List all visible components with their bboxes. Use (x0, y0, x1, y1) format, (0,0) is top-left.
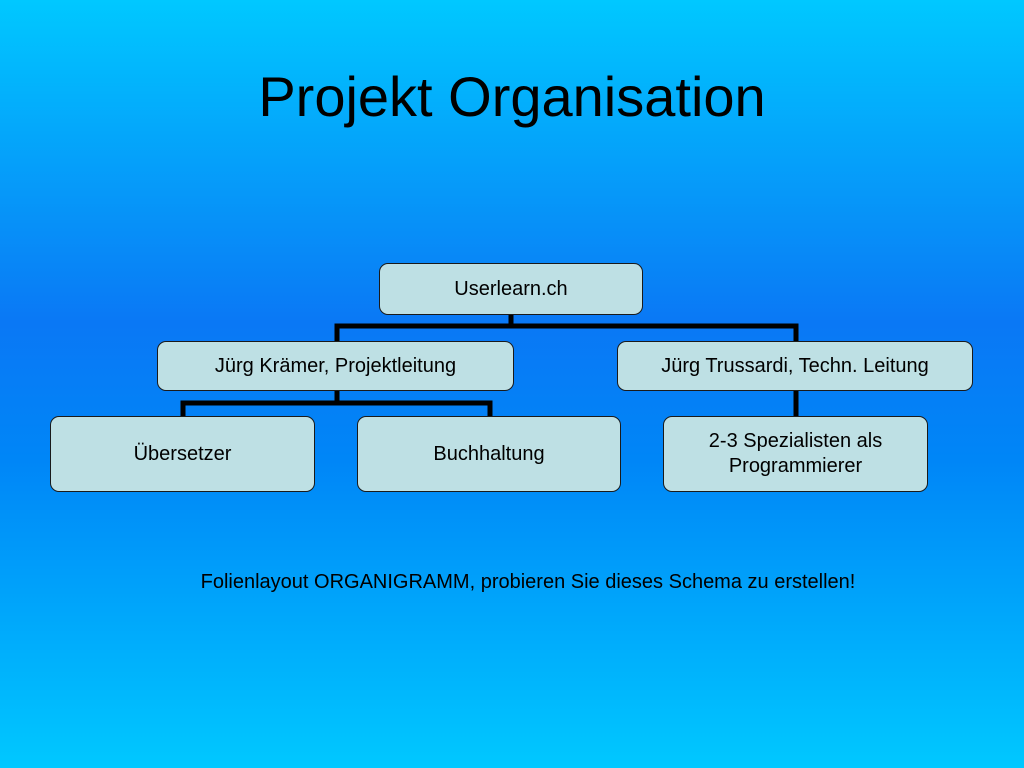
org-node-technische-leitung[interactable]: Jürg Trussardi, Techn. Leitung (617, 341, 973, 391)
org-node-label: Übersetzer (133, 442, 232, 465)
org-node-spezialisten[interactable]: 2-3 Spezialisten als Programmierer (663, 416, 928, 492)
org-node-buchhaltung[interactable]: Buchhaltung (357, 416, 621, 492)
org-node-userlearn[interactable]: Userlearn.ch (379, 263, 643, 315)
org-node-label: Jürg Krämer, Projektleitung (214, 354, 457, 377)
slide-note: Folienlayout ORGANIGRAMM, probieren Sie … (200, 571, 856, 593)
slide-title: Projekt Organisation (258, 65, 766, 128)
org-node-projektleitung[interactable]: Jürg Krämer, Projektleitung (157, 341, 514, 391)
org-node-label: Jürg Trussardi, Techn. Leitung (661, 354, 929, 377)
org-node-label: Userlearn.ch (454, 277, 568, 300)
org-node-uebersetzer[interactable]: Übersetzer (50, 416, 315, 492)
org-node-label: Buchhaltung (433, 442, 545, 465)
org-node-label: 2-3 Spezialisten als Programmierer (708, 430, 883, 477)
